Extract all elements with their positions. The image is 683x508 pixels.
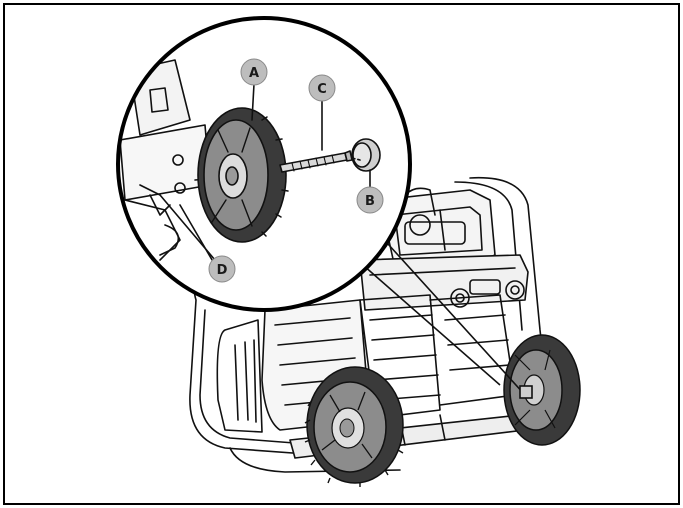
callout-a-label: A xyxy=(249,66,259,81)
callout-a: A xyxy=(240,58,268,86)
callout-c-label: C xyxy=(317,82,327,97)
callout-c: C xyxy=(308,74,336,102)
detail-leader-lines xyxy=(354,243,533,399)
callout-d-label: D xyxy=(217,263,228,278)
front-wheel xyxy=(304,366,404,487)
callout-d: D xyxy=(208,255,236,283)
callout-b: B xyxy=(356,186,384,214)
detail-magnifier xyxy=(116,16,412,312)
rear-wheel xyxy=(503,334,581,446)
callout-b-label: B xyxy=(365,194,375,209)
generator-illustration xyxy=(189,176,543,473)
